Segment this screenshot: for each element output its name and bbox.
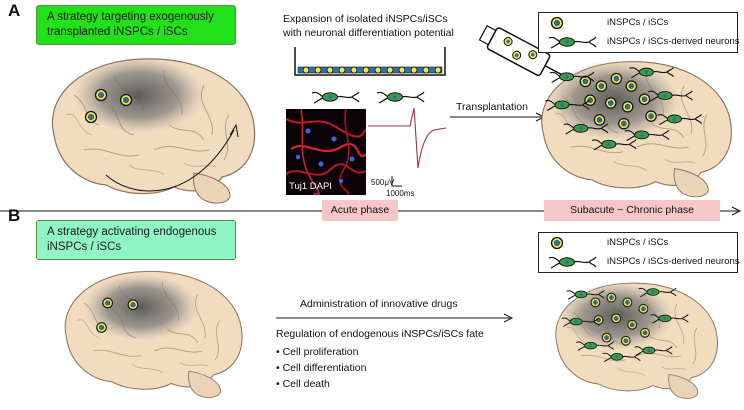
legend-b-cell-icon	[550, 236, 564, 250]
micrograph-fibers	[286, 109, 366, 195]
legend-a-cell-icon	[550, 16, 564, 30]
cell-a2	[119, 93, 133, 107]
fate-item-differentiation: • Cell differentiation	[276, 362, 367, 374]
acute-phase-label: Acute phase	[322, 200, 398, 221]
strategy-b-box: A strategy activating endogenous iNSPCs …	[36, 220, 236, 260]
lesion-a	[74, 57, 204, 133]
electrophysiology-trace	[368, 107, 447, 187]
fate-list: • Cell proliferation • Cell differentiat…	[276, 344, 366, 392]
brain-b-activated	[555, 282, 718, 399]
chronic-phase-label: Subacute ~ Chronic phase	[544, 200, 720, 221]
strategy-a-box: A strategy targeting exogenously transpl…	[36, 5, 236, 45]
legend-a-cell-label: iNSPCs / iSCs	[607, 17, 669, 28]
fate-item-proliferation: • Cell proliferation	[276, 346, 359, 358]
panel-letter-a: A	[8, 1, 21, 20]
legend-b-neuron-icon	[548, 256, 597, 269]
legend-b: iNSPCs / iSCs iNSPCs / iSCs-derived neur…	[538, 232, 740, 273]
transplantation-label: Transplantation	[456, 101, 528, 113]
fate-label: Regulation of endogenous iNSPCs/iSCs fat…	[276, 328, 484, 340]
drug-arrow	[276, 313, 514, 323]
brain-a-transplanted	[541, 60, 732, 198]
expansion-text-2: with neuronal differentiation potential	[283, 27, 454, 39]
legend-a-neuron-label: iNSPCs / iSCs-derived neurons	[607, 36, 740, 47]
legend-a: iNSPCs / iSCs iNSPCs / iSCs-derived neur…	[538, 12, 740, 53]
dish-cell-row	[302, 66, 442, 74]
scale-time: 1000ms	[386, 189, 415, 198]
syringe	[478, 24, 565, 77]
micrograph-label: Tuj1 DAPI	[289, 181, 332, 192]
panel-letter-b: B	[8, 206, 21, 225]
cell-a1	[94, 88, 108, 102]
legend-a-neuron-icon	[548, 36, 597, 49]
brain-b-illustration	[64, 270, 243, 399]
cell-a3	[84, 110, 98, 124]
dish-neuron-1	[311, 91, 360, 104]
strategy-b-text: A strategy activating endogenous iNSPCs …	[47, 226, 217, 253]
strategy-a-text: A strategy targeting exogenously transpl…	[47, 11, 214, 38]
expansion-text-1: Expansion of isolated iNSPCs/iSCs	[283, 13, 448, 25]
legend-b-cell-label: iNSPCs / iSCs	[607, 237, 669, 248]
curved-arrow-a	[105, 129, 235, 192]
brain-a-illustration	[51, 57, 256, 204]
culture-dish	[294, 47, 446, 104]
scale-voltage: 500μV	[371, 178, 395, 187]
legend-b-neuron-label: iNSPCs / iSCs-derived neurons	[607, 256, 740, 267]
drug-label: Administration of innovative drugs	[300, 298, 458, 310]
tuj1-micrograph: Tuj1 DAPI	[286, 109, 366, 195]
fate-item-death: • Cell death	[276, 378, 330, 390]
dish-neuron-2	[376, 91, 425, 104]
